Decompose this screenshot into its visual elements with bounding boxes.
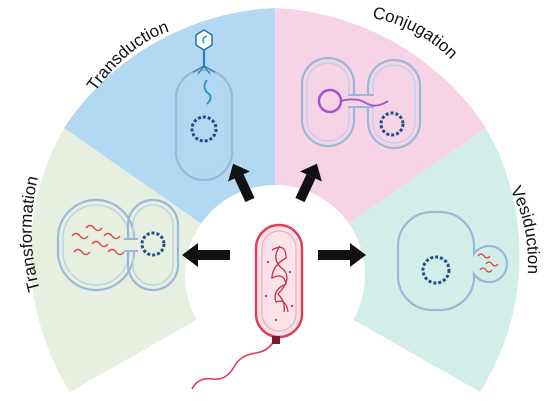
arrow-to-conjugation	[295, 163, 322, 203]
bacteriophage-icon	[192, 29, 216, 75]
chromosome-icon	[271, 245, 289, 313]
arrow-to-vesiduction	[318, 243, 366, 267]
chromosome-icon	[190, 115, 218, 143]
transduction-cell	[174, 29, 234, 182]
chromosome-icon	[140, 231, 166, 257]
transformation-cells	[56, 198, 180, 292]
free-dna-fragments	[71, 224, 125, 256]
flagellum-icon	[191, 336, 277, 390]
donor-bacterium	[191, 223, 304, 390]
chromosome-icon	[379, 111, 405, 137]
arrow-to-transformation	[182, 243, 230, 267]
conjugation-cells	[300, 56, 422, 150]
sectors	[30, 8, 520, 392]
vesicle-icon	[477, 253, 499, 273]
arrows	[182, 163, 366, 267]
arrow-to-transduction	[228, 163, 255, 203]
vesiduction-cell	[396, 210, 509, 312]
chromosome-icon	[421, 255, 451, 285]
sector-transformation	[30, 128, 276, 392]
